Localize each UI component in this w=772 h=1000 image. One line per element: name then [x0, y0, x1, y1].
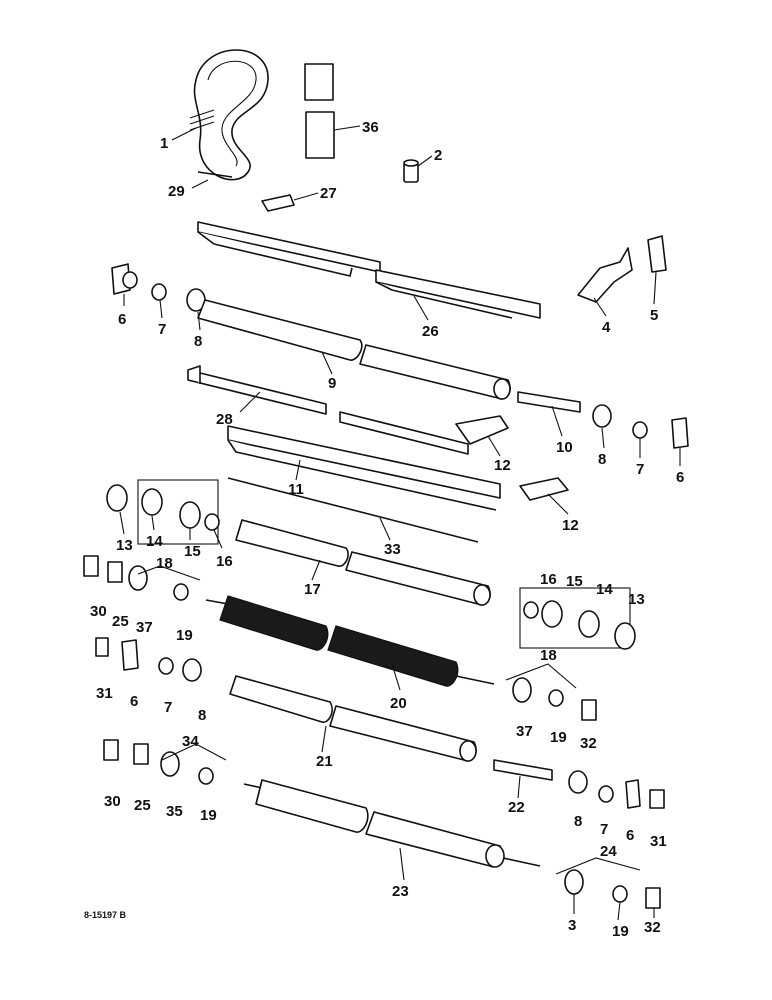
callout-15b: 15 — [566, 573, 583, 590]
callout-13a: 13 — [116, 537, 133, 554]
callout-labels: 1 36 2 29 27 6 7 8 26 4 5 9 28 10 12 8 7… — [90, 119, 684, 940]
angle-bar-28 — [187, 365, 327, 415]
bearing-set-row1-left — [111, 263, 206, 312]
rod-33 — [227, 477, 479, 543]
callout-6d: 6 — [626, 827, 634, 844]
shaft-22 — [493, 759, 553, 781]
callout-28: 28 — [216, 411, 233, 428]
callout-26: 26 — [422, 323, 439, 340]
callout-37a: 37 — [136, 619, 153, 636]
callout-8: 8 — [194, 333, 202, 350]
roller-23 — [243, 779, 541, 868]
callout-6c: 6 — [130, 693, 138, 710]
callout-20: 20 — [390, 695, 407, 712]
trough-channel-11 — [227, 425, 501, 511]
callout-36: 36 — [362, 119, 379, 136]
callout-10: 10 — [556, 439, 573, 456]
callout-4: 4 — [602, 319, 611, 336]
callout-25b: 25 — [134, 797, 151, 814]
callout-7: 7 — [158, 321, 166, 338]
hardware-row6-right — [564, 869, 661, 909]
callout-32b: 32 — [644, 919, 661, 936]
callout-24: 24 — [600, 843, 617, 860]
callout-6b: 6 — [676, 469, 684, 486]
clip-part — [261, 194, 295, 212]
callout-19a: 19 — [176, 627, 193, 644]
callout-19b: 19 — [550, 729, 567, 746]
callout-34: 34 — [182, 733, 199, 750]
callout-7b: 7 — [636, 461, 644, 478]
frame-channel-upper — [197, 221, 541, 319]
bracket-12-upper — [455, 415, 509, 445]
bearing-group-right — [519, 587, 636, 650]
bushing-part — [403, 159, 419, 183]
drawing-number: 8-15197 B — [84, 910, 127, 920]
shield-plates — [304, 63, 335, 159]
bearing-group-left — [106, 479, 220, 545]
callout-7d: 7 — [600, 821, 608, 838]
callout-16a: 16 — [216, 553, 233, 570]
callout-23: 23 — [392, 883, 409, 900]
callout-9: 9 — [328, 375, 336, 392]
pin-part — [197, 171, 233, 178]
bracket-5 — [647, 235, 667, 273]
callout-37b: 37 — [516, 723, 533, 740]
callout-13b: 13 — [628, 591, 645, 608]
callout-8d: 8 — [574, 813, 582, 830]
rubber-roller-20 — [205, 595, 495, 687]
callout-25a: 25 — [112, 613, 129, 630]
callout-1: 1 — [160, 135, 168, 152]
roller-9 — [197, 299, 511, 400]
callout-11: 11 — [288, 481, 304, 498]
callout-33: 33 — [384, 541, 401, 558]
callout-22: 22 — [508, 799, 525, 816]
shaft-10 — [517, 391, 581, 413]
callout-12a: 12 — [494, 457, 511, 474]
callout-7c: 7 — [164, 699, 172, 716]
callout-29: 29 — [168, 183, 185, 200]
belt-part — [189, 49, 269, 181]
callout-3: 3 — [568, 917, 576, 934]
hardware-row4-left — [95, 637, 202, 682]
callout-8b: 8 — [598, 451, 606, 468]
callout-21: 21 — [316, 753, 333, 770]
callout-31b: 31 — [650, 833, 667, 850]
callout-14a: 14 — [146, 533, 163, 550]
callout-14b: 14 — [596, 581, 613, 598]
callout-32a: 32 — [580, 735, 597, 752]
callout-30a: 30 — [90, 603, 107, 620]
callout-19d: 19 — [612, 923, 629, 940]
hardware-row3-left — [83, 555, 189, 601]
bracket-4 — [577, 247, 633, 303]
hardware-row4-right — [512, 677, 597, 721]
callout-17: 17 — [304, 581, 321, 598]
hardware-row5-left — [103, 739, 214, 785]
callout-27: 27 — [320, 185, 337, 202]
callout-6: 6 — [118, 311, 126, 328]
bearing-set-row2-right — [592, 404, 689, 449]
callout-8c: 8 — [198, 707, 206, 724]
bar-upper-11 — [339, 411, 469, 455]
callout-31a: 31 — [96, 685, 113, 702]
callout-19c: 19 — [200, 807, 217, 824]
callout-16b: 16 — [540, 571, 557, 588]
callout-30b: 30 — [104, 793, 121, 810]
callout-12b: 12 — [562, 517, 579, 534]
callout-15a: 15 — [184, 543, 201, 560]
callout-35: 35 — [166, 803, 183, 820]
roller-17 — [235, 519, 491, 606]
leader-lines — [119, 125, 681, 921]
callout-18b: 18 — [540, 647, 557, 664]
callout-5: 5 — [650, 307, 658, 324]
callout-18a: 18 — [156, 555, 173, 572]
bracket-12-lower — [519, 477, 569, 501]
roller-21 — [229, 675, 477, 762]
callout-2: 2 — [434, 147, 442, 164]
hardware-row5-right — [568, 770, 665, 809]
